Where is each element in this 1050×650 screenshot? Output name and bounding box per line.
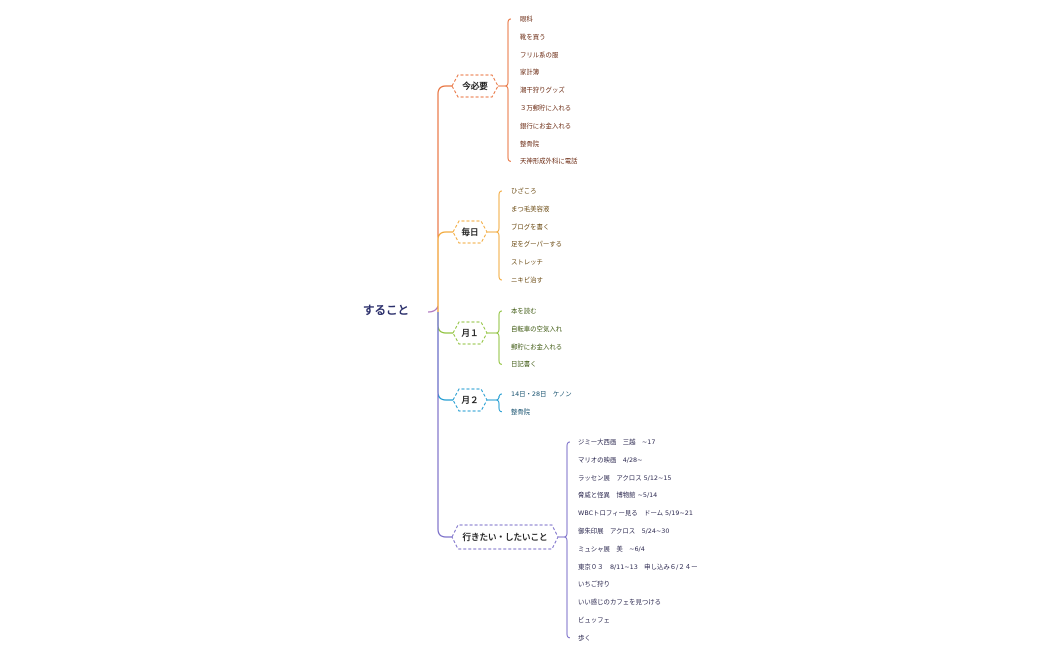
leaf-item[interactable]: 銀行にお金入れる <box>520 121 572 130</box>
leaf-item[interactable]: いい感じのカフェを見つける <box>578 598 662 607</box>
root-node[interactable]: すること <box>363 302 409 318</box>
root-connector <box>427 305 439 313</box>
leaf-item[interactable]: 整骨院 <box>520 139 540 148</box>
leaf-item[interactable]: ストレッチ <box>511 258 543 267</box>
leaf-item[interactable]: ビュッフェ <box>578 616 610 624</box>
branch-monthly-2[interactable]: 月２ <box>453 394 487 406</box>
leaf-item[interactable]: 本を読む <box>511 307 537 315</box>
leaf-item[interactable]: 日記書く <box>511 360 537 369</box>
leaf-item[interactable]: フリル系の服 <box>520 50 559 59</box>
leaf-item[interactable]: ひざころ <box>511 187 537 195</box>
leaf-item[interactable]: 東京０３ 8/11~13 申し込み６/２４ー <box>578 562 698 571</box>
branch-label: 月２ <box>461 396 479 406</box>
leaf-item[interactable]: 天神形成外科に電話 <box>520 157 578 166</box>
leaf-item[interactable]: マリオの映画 4/28~ <box>578 455 643 464</box>
leaf-bracket <box>495 310 503 365</box>
leaf-item[interactable]: 足をグーパーする <box>511 240 563 249</box>
leaf-item[interactable]: ラッセン展 アクロス 5/12~15 <box>578 473 672 482</box>
leaf-bracket <box>563 441 571 639</box>
leaf-item[interactable]: 家計簿 <box>520 68 540 77</box>
leaf-item[interactable]: 御朱印展 アクロス 5/24~30 <box>578 527 670 535</box>
leaf-item[interactable]: ジミー大西画 三越 ~17 <box>578 438 656 446</box>
leaf-item[interactable]: ニキビ治す <box>511 276 543 284</box>
branch-connector <box>437 312 453 334</box>
branch-now-needed[interactable]: 今必要 <box>452 80 498 92</box>
leaf-item[interactable]: 14日・28日 ケノン <box>511 390 572 398</box>
branch-want-to-do[interactable]: 行きたい・したいこと <box>452 531 558 543</box>
branch-monthly-1[interactable]: 月１ <box>453 327 487 339</box>
leaf-item[interactable]: 歩く <box>578 633 591 642</box>
leaf-bracket <box>495 190 503 281</box>
leaf-item[interactable]: いちご狩り <box>578 580 610 589</box>
branch-label: 行きたい・したいこと <box>462 533 548 543</box>
leaf-item[interactable]: 郵貯にお金入れる <box>511 342 563 351</box>
branch-daily[interactable]: 毎日 <box>453 226 487 238</box>
leaf-item[interactable]: 自転車の空気入れ <box>511 324 563 333</box>
branch-label: 毎日 <box>461 228 479 238</box>
leaf-item[interactable]: ミュシャ展 美 ~6/4 <box>578 544 645 553</box>
leaf-item[interactable]: まつ毛美容液 <box>511 204 550 213</box>
leaf-item[interactable]: 整骨院 <box>511 407 531 416</box>
branch-node-shape <box>451 74 499 98</box>
leaf-item[interactable]: ブログを書く <box>511 222 550 231</box>
branch-label: 今必要 <box>462 82 488 92</box>
branch-connector <box>437 231 453 312</box>
leaf-bracket <box>495 393 503 413</box>
branch-connector <box>437 312 452 538</box>
leaf-item[interactable]: ３万郵貯に入れる <box>520 104 572 112</box>
branch-label: 月１ <box>461 329 479 339</box>
leaf-bracket <box>504 18 512 162</box>
leaf-item[interactable]: 脅威と怪異 博物館 ~5/14 <box>578 491 658 500</box>
leaf-item[interactable]: 潮干狩りグッズ <box>520 86 565 95</box>
branch-connector <box>437 85 452 312</box>
leaf-item[interactable]: WBCトロフィー見る ドーム 5/19~21 <box>578 509 693 518</box>
leaf-item[interactable]: 靴を買う <box>520 32 546 41</box>
root-label: すること <box>363 303 409 317</box>
leaf-item[interactable]: 眼科 <box>520 15 533 23</box>
branch-connector <box>437 312 453 401</box>
